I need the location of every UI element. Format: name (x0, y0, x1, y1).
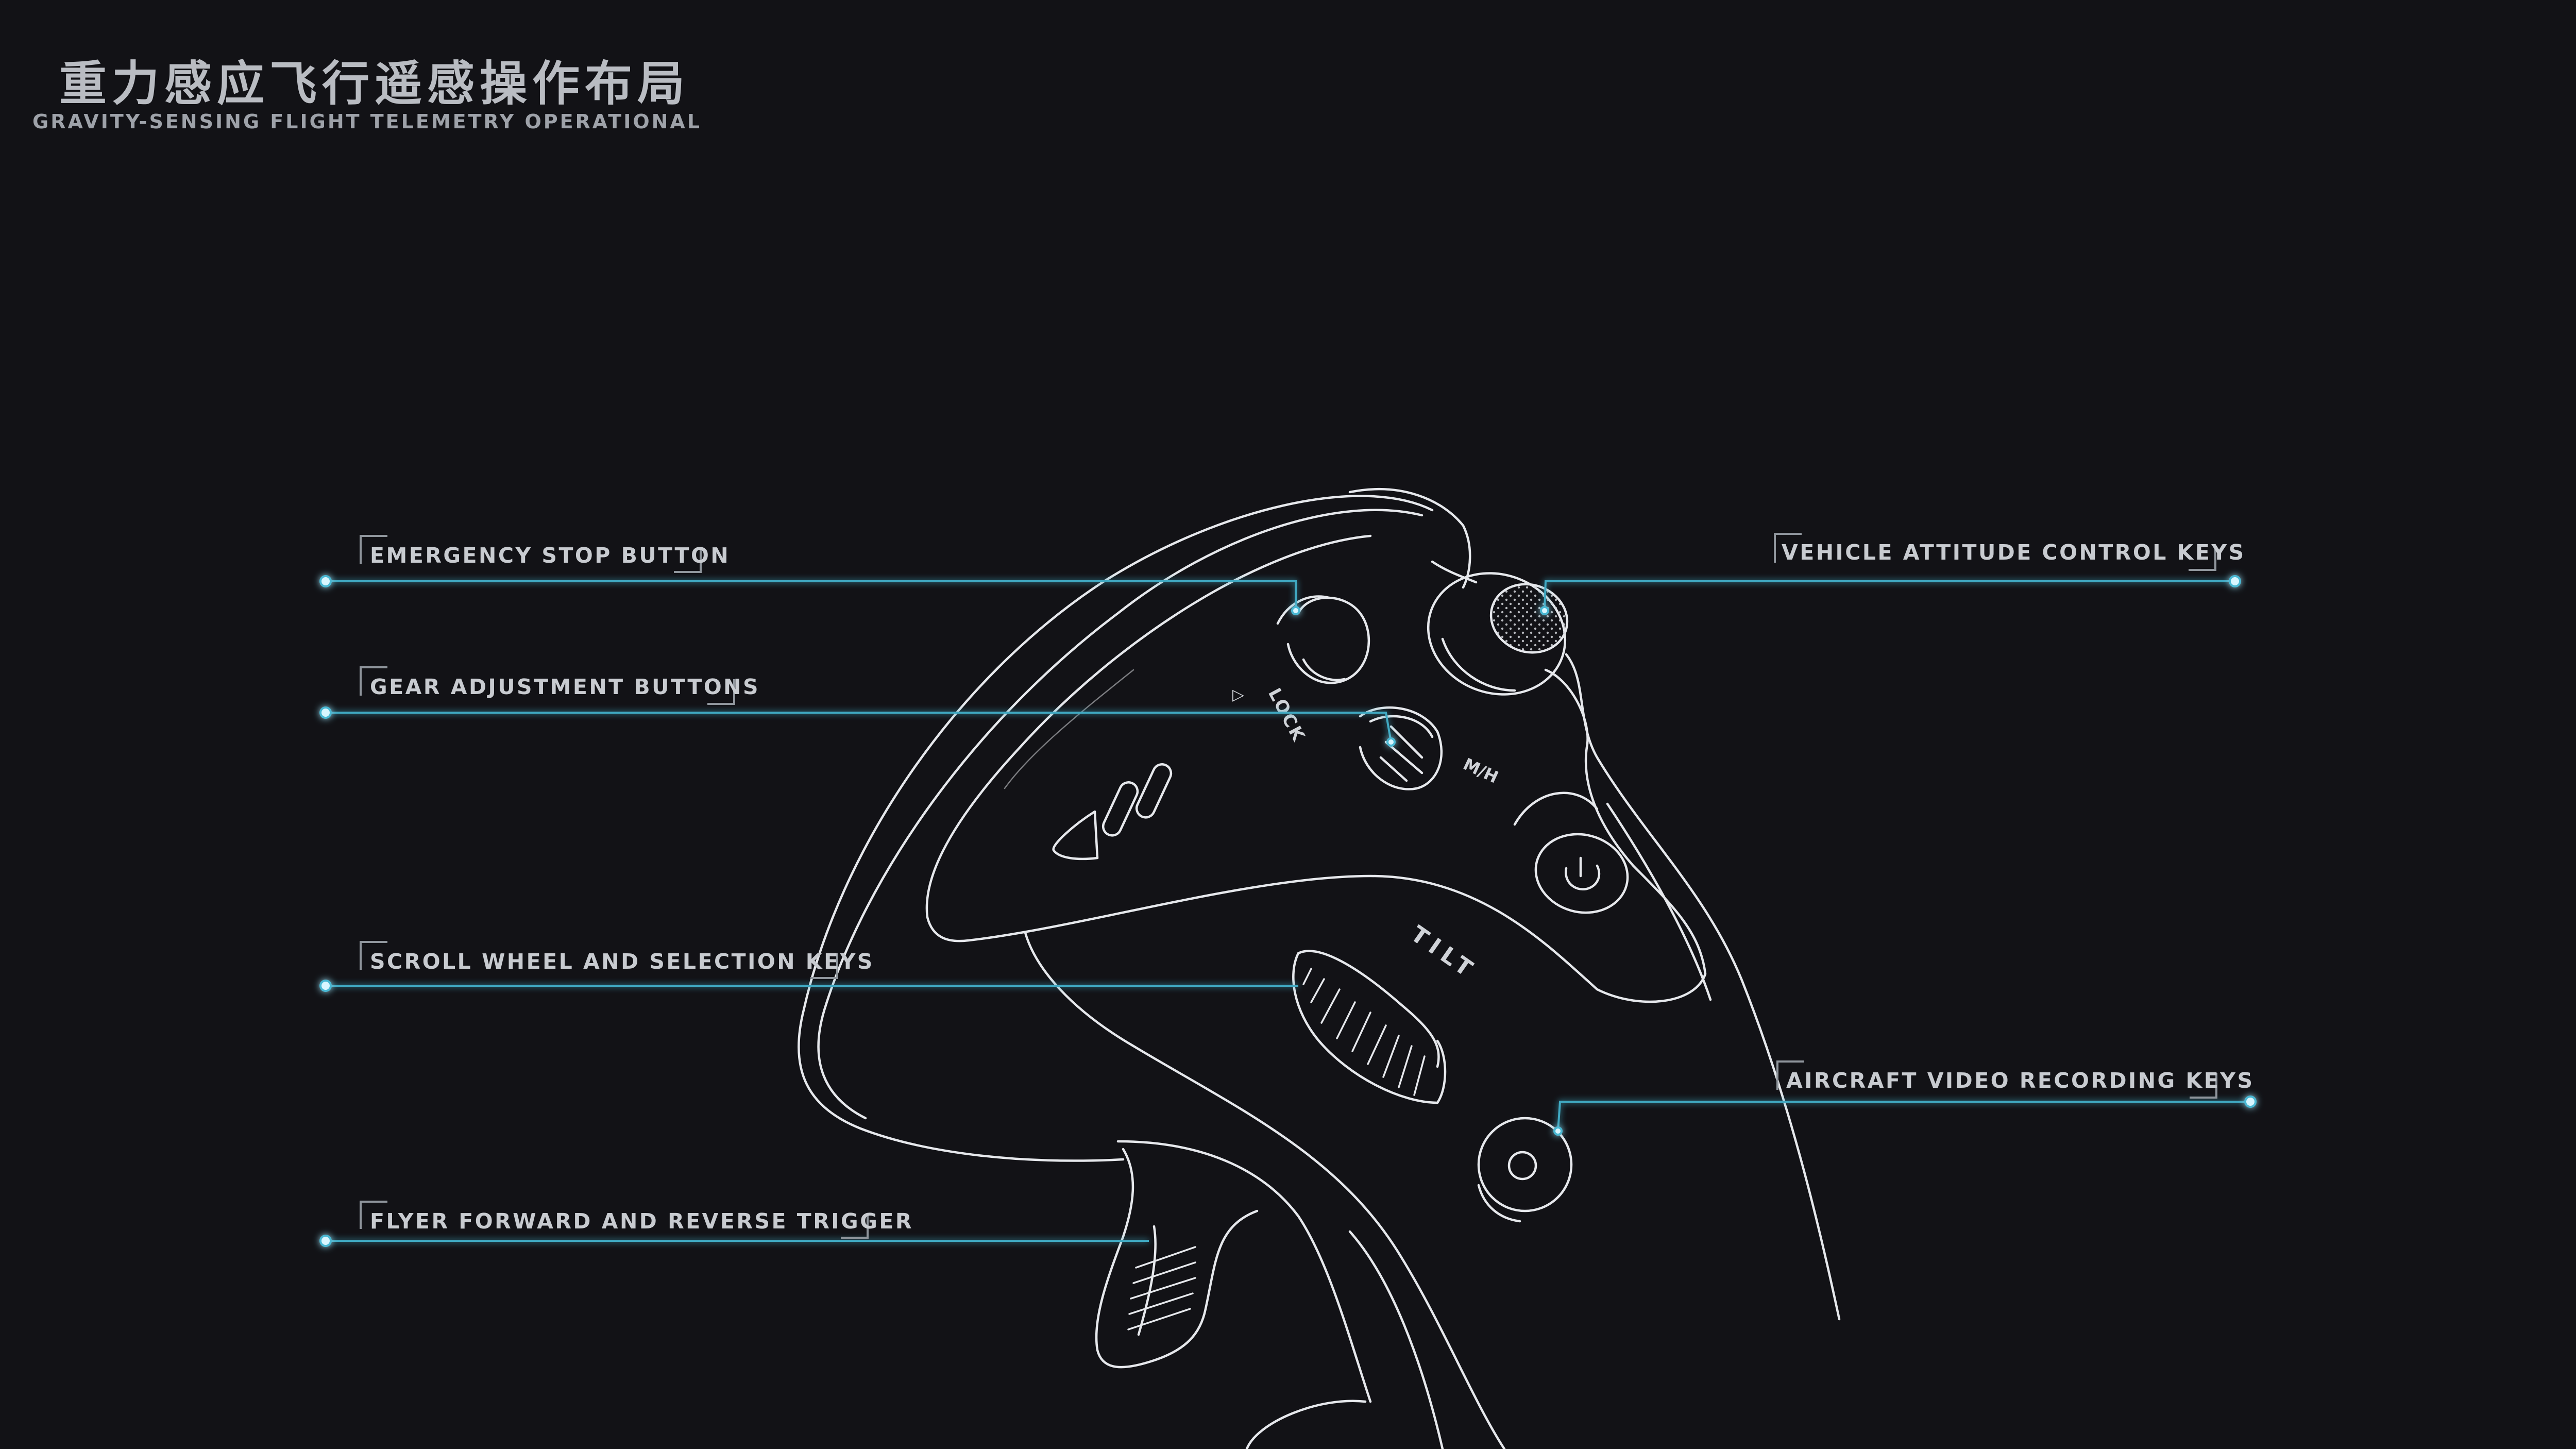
shell-top-lip (1431, 560, 1478, 584)
callout-scroll-wheel: SCROLL WHEEL AND SELECTION KEYS (370, 949, 874, 974)
shell-outer-edge (798, 495, 1434, 1162)
leader-attitude-control (1544, 580, 2235, 611)
body-right-inner (1606, 802, 1712, 1001)
bracket-attitude-control (1774, 533, 2216, 571)
dot-gear-start (319, 706, 332, 719)
lock-arrow-glyph: ▷ (1232, 686, 1244, 704)
dot-attitude-start (2229, 575, 2241, 587)
label-brackets (360, 533, 2217, 1239)
face-panel (925, 534, 1707, 1003)
shell-highlight (1004, 669, 1134, 789)
pill-button-right-shape (1135, 763, 1173, 819)
grip-front-curve (1348, 1230, 1444, 1449)
callout-gear-adjustment: GEAR ADJUSTMENT BUTTONS (370, 675, 760, 699)
callout-trigger: FLYER FORWARD AND REVERSE TRIGGER (370, 1209, 913, 1234)
lock-label: LOCK (1264, 685, 1309, 746)
dot-emergency-stop-start (319, 575, 332, 587)
callout-leaders (326, 580, 2250, 1242)
left-arrow-button-shape (1052, 810, 1099, 861)
bracket-trigger (360, 1201, 869, 1239)
dot-video-end (1553, 1126, 1563, 1136)
trigger-grip-lines (1127, 1246, 1196, 1330)
body-right-edge (1565, 653, 1841, 1321)
scroll-wheel-shape (1292, 950, 1447, 1104)
leader-video-recording (1557, 1101, 2250, 1132)
lower-shell-curve (1024, 931, 1506, 1449)
callout-attitude-control: VEHICLE ATTITUDE CONTROL KEYS (1782, 540, 2246, 565)
trigger-outline (1095, 1148, 1259, 1369)
page-title: 重力感应飞行遥感操作布局 (59, 56, 690, 111)
attitude-thumbstick-shape (1427, 572, 1577, 696)
gear-rocker-shape (1359, 706, 1443, 790)
bracket-emergency-stop (360, 535, 702, 573)
power-button-shape (1513, 791, 1629, 914)
dot-attitude-end (1540, 606, 1549, 615)
trigger-inner (1137, 1225, 1157, 1336)
pill-button-left-shape (1101, 781, 1139, 837)
dot-gear-end (1386, 737, 1396, 747)
page-subtitle: GRAVITY-SENSING FLIGHT TELEMETRY OPERATI… (32, 110, 702, 133)
callout-emergency-stop: EMERGENCY STOP BUTTON (370, 543, 731, 568)
mode-label: M/H (1460, 754, 1501, 787)
dot-trigger-start (319, 1235, 332, 1247)
emergency-stop-button-shape (1276, 595, 1370, 684)
shell-top-cap (1348, 488, 1471, 589)
dot-emergency-stop-end (1291, 606, 1300, 615)
bracket-gear-adjustment (360, 666, 735, 705)
bracket-video-recording (1776, 1060, 2217, 1099)
tilt-label: TILT (1406, 921, 1482, 985)
callout-video-recording: AIRCRAFT VIDEO RECORDING KEYS (1786, 1068, 2255, 1093)
grip-bottom (1245, 1400, 1367, 1449)
bracket-scroll-wheel (360, 941, 838, 979)
dot-video-start (2244, 1096, 2257, 1108)
shell-inner-edge (817, 509, 1423, 1120)
leader-gear-adjustment (326, 712, 1392, 743)
callout-dots (319, 575, 2257, 1247)
grip-inner-curve (1116, 1140, 1372, 1403)
controller-outline (798, 488, 1841, 1449)
dot-scroll-start (319, 980, 332, 992)
leader-emergency-stop (326, 580, 1297, 611)
video-record-button-shape (1477, 1117, 1573, 1223)
